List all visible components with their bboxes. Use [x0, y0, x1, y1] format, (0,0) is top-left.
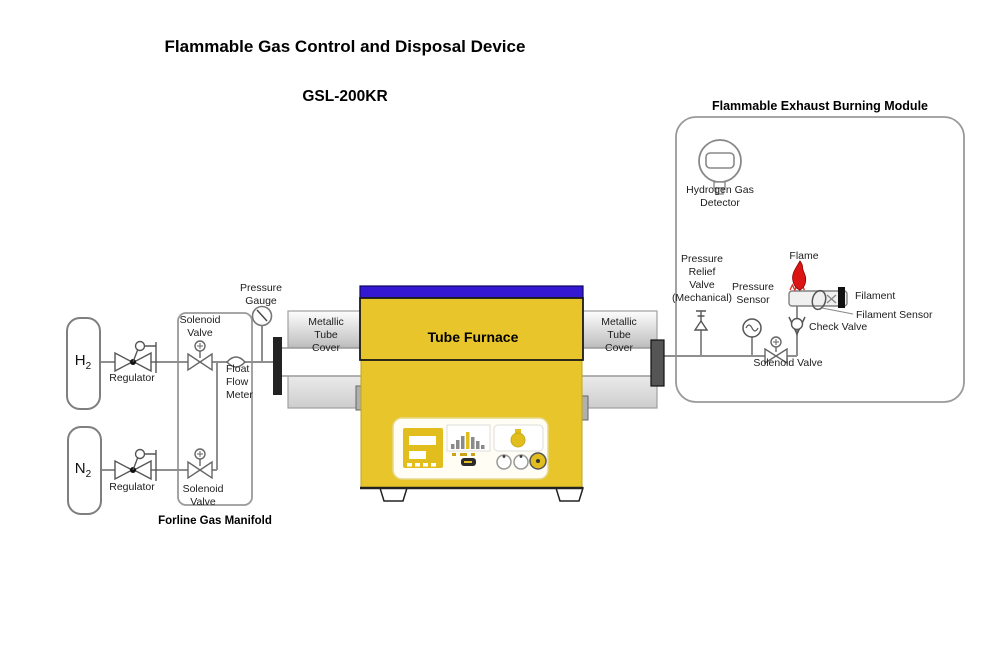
furnace-top-strip: [359, 285, 584, 299]
flame-label: Flame: [789, 250, 819, 262]
solenoid-valve-n2-label: Solenoid Valve: [182, 483, 224, 509]
pressure-relief-label: Pressure Relief Valve (Mechanical): [671, 253, 733, 305]
filament-sensor-label: Filament Sensor: [856, 309, 933, 321]
panel-knob-2: [513, 454, 529, 470]
pipe-lines: [100, 306, 798, 471]
furnace-label: Tube Furnace: [427, 329, 519, 345]
h2-cylinder-label: H2: [74, 352, 92, 372]
pressure-sensor-symbol: [742, 318, 762, 338]
furnace-foot-right: [554, 487, 585, 502]
panel-display: [403, 428, 443, 468]
model-number: GSL-200KR: [302, 88, 388, 105]
regulator-n2-label: Regulator: [109, 481, 155, 493]
h2-cylinder: [66, 317, 101, 410]
check-valve-label: Check Valve: [809, 321, 868, 333]
furnace-tube-left: [280, 347, 368, 377]
sensor-wave: [745, 324, 759, 332]
solenoid-valve-n2-symbol: [187, 448, 213, 480]
gas-cylinders: [66, 317, 102, 515]
n2-regulator-symbol: [114, 448, 157, 481]
burner-assembly: [788, 260, 854, 315]
solenoid-valve-h2-symbol: [187, 340, 213, 372]
regulator-h2-label: Regulator: [109, 372, 155, 384]
h2-regulator-symbol: [114, 340, 157, 373]
panel-knob-1: [496, 454, 512, 470]
metallic-cover-left-label: Metallic Tube Cover: [308, 316, 344, 355]
filament-coupling: [826, 294, 837, 304]
filament-label: Filament: [855, 290, 896, 302]
float-flow-meter-label: Float Flow Meter: [226, 363, 253, 402]
furnace-foot-left: [378, 487, 409, 502]
n2-cylinder-label: N2: [74, 460, 92, 480]
solenoid-valve-h2-label: Solenoid Valve: [179, 314, 221, 340]
float-flow-meter-symbol: [226, 356, 246, 368]
n2-cylinder: [67, 426, 102, 515]
profile-bars: [451, 432, 485, 449]
filament-sensor-pointer: [821, 307, 854, 315]
check-valve-symbol: [788, 316, 806, 336]
manifold-title: Forline Gas Manifold: [158, 515, 272, 527]
hydrogen-detector-label: Hydrogen Gas Detector: [686, 184, 754, 210]
hydrogen-detector-symbol: [698, 139, 742, 195]
panel-lamp: [510, 432, 526, 448]
metallic-cover-right-label: Metallic Tube Cover: [601, 316, 637, 355]
pressure-gauge-symbol: [251, 305, 273, 327]
pressure-gauge-label: Pressure Gauge: [239, 282, 282, 308]
solenoid-valve-module-label: Solenoid Valve: [753, 357, 823, 369]
solenoid-valve-module-symbol: [764, 336, 788, 365]
tube-flange-left: [273, 337, 282, 395]
pressure-sensor-label: Pressure Sensor: [731, 281, 774, 307]
filament-bar: [838, 287, 845, 308]
flame-icon: [792, 260, 807, 291]
furnace-control-panel: [392, 417, 549, 480]
page-title: Flammable Gas Control and Disposal Devic…: [164, 37, 526, 56]
pressure-relief-valve-symbol: [693, 310, 709, 331]
tube-furnace: [355, 285, 589, 502]
gauge-needle: [256, 309, 268, 322]
filament-sensor-ring: [811, 289, 827, 311]
detector-window: [705, 152, 735, 169]
tube-flange-right: [650, 339, 665, 387]
furnace-lid: [359, 297, 584, 361]
module-title: Flammable Exhaust Burning Module: [712, 99, 928, 113]
